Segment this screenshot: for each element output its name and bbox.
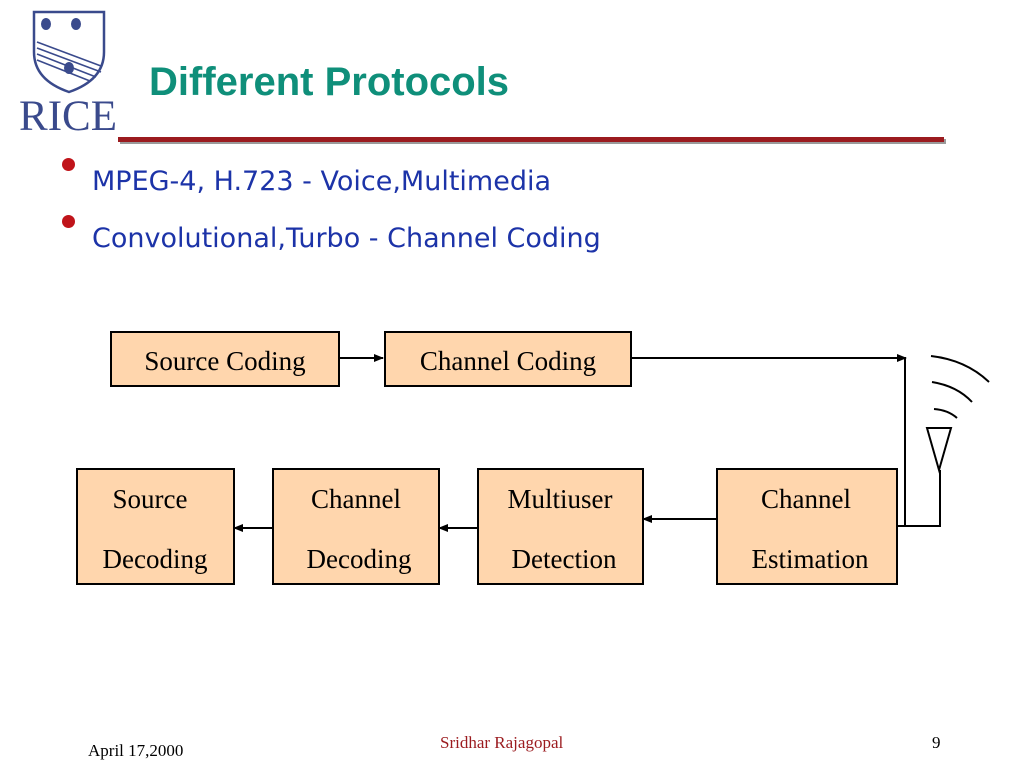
bullet-dot: [62, 158, 75, 171]
block-label-line: Source: [113, 484, 188, 514]
block-label-line: Channel: [311, 484, 401, 514]
block-channel-coding: Channel Coding: [384, 331, 632, 387]
block-channel-decoding: Channel Decoding: [272, 468, 440, 585]
block-label: Source Coding: [144, 346, 305, 376]
footer-date: April 17,2000: [88, 741, 184, 760]
block-label-line: Decoding: [307, 544, 412, 574]
block-label-line: Estimation: [752, 544, 869, 574]
antenna-icon: [925, 355, 990, 474]
page-number: 9: [932, 733, 941, 752]
block-label: Channel Coding: [420, 346, 596, 376]
block-source-coding: Source Coding: [110, 331, 340, 387]
bullet-dot: [62, 215, 75, 228]
block-label-line: Decoding: [103, 544, 208, 574]
rice-logo: RICE: [12, 8, 124, 140]
block-label-line: Multiuser: [508, 484, 613, 514]
slide-title: Different Protocols: [149, 60, 510, 104]
footer-author: Sridhar Rajagopal: [440, 733, 564, 752]
block-source-decoding: Source Decoding: [76, 468, 235, 585]
block-label-line: Detection: [512, 544, 617, 574]
block-multiuser-detection: Multiuser Detection: [477, 468, 644, 585]
title-divider: [118, 137, 944, 142]
block-channel-estimation: Channel Estimation: [716, 468, 898, 585]
bullet-text: MPEG-4, H.723 - Voice,Multimedia: [92, 166, 552, 197]
antenna-to-estimation-line: [898, 470, 941, 527]
block-label-line: Channel: [761, 484, 851, 514]
logo-text: RICE: [19, 93, 117, 136]
bullet-text: Convolutional,Turbo - Channel Coding: [92, 223, 601, 254]
